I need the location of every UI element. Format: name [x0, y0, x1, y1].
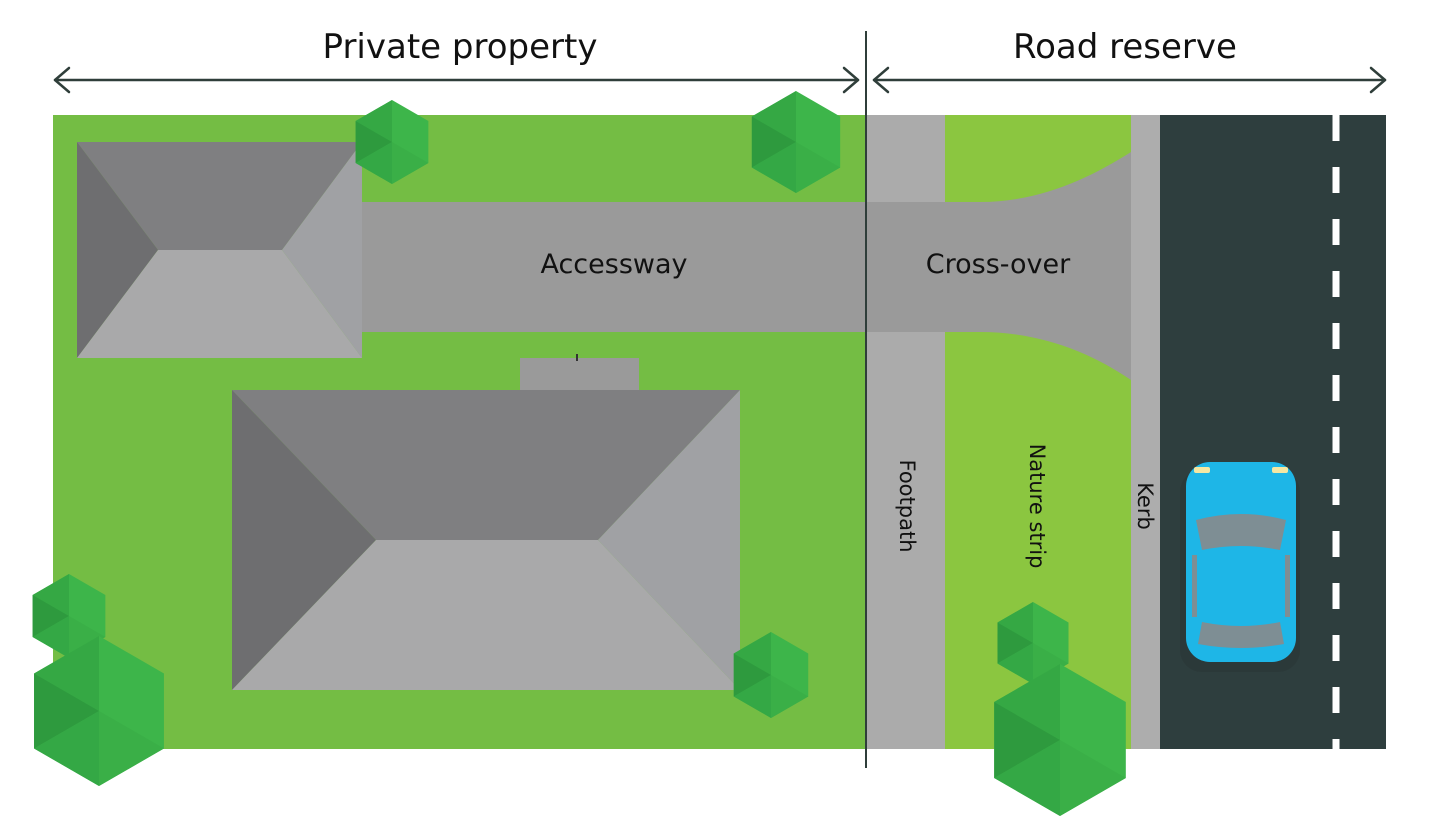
kerb-label: Kerb [1133, 482, 1157, 530]
road-reserve-label: Road reserve [1013, 27, 1237, 67]
road-reserve-arrow [872, 66, 1387, 94]
nature-strip-label: Nature strip [1025, 444, 1049, 569]
car-icon [1180, 462, 1300, 672]
house-porch [520, 358, 639, 392]
house-roof [232, 390, 740, 690]
kerb [1131, 115, 1160, 749]
accessway-label: Accessway [540, 249, 687, 280]
private-property-label: Private property [323, 27, 598, 67]
garage-roof [77, 142, 362, 358]
footpath-label: Footpath [895, 459, 919, 552]
cross-over-label: Cross-over [926, 249, 1071, 280]
private-property-arrow [53, 66, 860, 94]
accessway [360, 202, 866, 332]
cross-over [866, 152, 1131, 380]
